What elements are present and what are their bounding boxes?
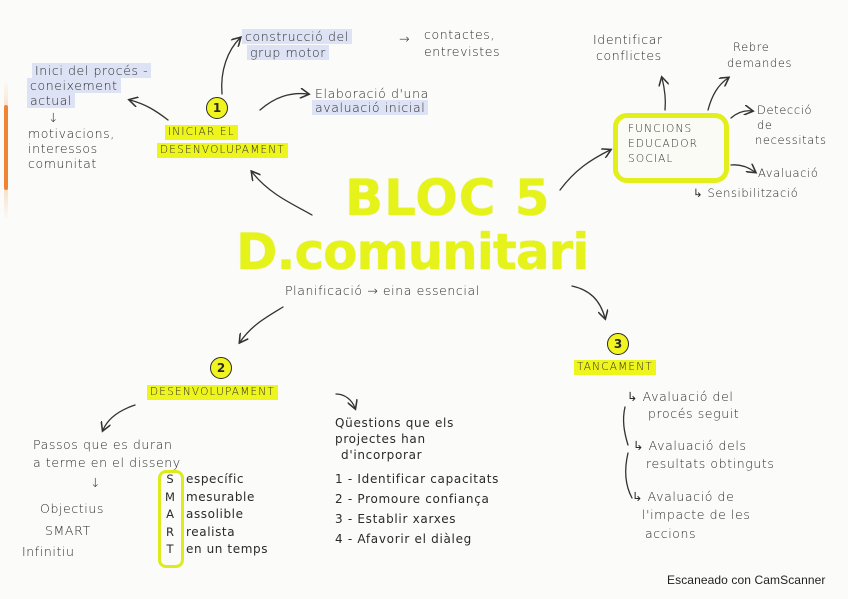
tancament-item2-line2: resultats obtinguts <box>646 456 775 471</box>
inici-proces-line2: coneixement <box>27 78 121 93</box>
deteccio-line2: de <box>757 118 773 132</box>
arrow-to-deteccio <box>730 111 752 119</box>
arrow-center-to-section3 <box>571 285 605 318</box>
objectius-line3: Infinitiu <box>22 544 75 559</box>
funcions-educador-box: FUNCIONS EDUCADOR SOCIAL <box>613 113 729 183</box>
smart-letter-t: T <box>166 542 174 556</box>
questions-intro-line3: d'incorporar <box>341 448 423 462</box>
tancament-item3-line2: l'impacte de les <box>642 507 751 522</box>
section2-heading: DESENVOLUPAMENT <box>147 385 278 400</box>
smart-letter-m: M <box>165 489 175 504</box>
smart-word-especific: específic <box>186 472 245 486</box>
sensibilitzacio-item: ↳ Sensibilització <box>693 186 799 200</box>
question-item-4: 4 - Afavorir el diàleg <box>335 532 472 546</box>
arrow-to-rebre <box>707 78 728 111</box>
elaboracio-line1: Elaboració d'una <box>315 86 429 101</box>
elaboracio-line2: avaluació inicial <box>312 100 429 115</box>
passos-line1: Passos que es duran <box>33 437 173 452</box>
down-arrow: ↓ <box>48 110 60 125</box>
arrow-to-avaluacio <box>730 165 755 172</box>
smart-letter-a: A <box>166 507 174 521</box>
deteccio-line1: Detecció <box>757 103 813 117</box>
arrow-center-to-section2 <box>240 306 284 342</box>
questions-intro: Qüestions que els projectes han d'incorp… <box>335 415 454 463</box>
arrow-center-to-funcions <box>559 150 610 191</box>
tancament-item3-line3: accions <box>645 526 697 541</box>
smart-letters: S M A R T <box>163 471 177 559</box>
funcions-box-line3: SOCIAL <box>628 153 674 165</box>
smart-word-en-un-temps: en un temps <box>186 542 269 556</box>
motivacions-line1: motivacions, <box>28 126 115 141</box>
contactes-line1: contactes, <box>424 27 495 42</box>
section3-heading: TANCAMENT <box>574 360 656 375</box>
section1-heading-line1: INICIAR EL <box>165 125 238 140</box>
identificar-line1: Identificar <box>593 32 663 47</box>
camscanner-watermark: Escaneado con CamScanner <box>667 573 826 587</box>
inici-proces-line3: actual <box>27 93 76 108</box>
grup-motor-arrow: → <box>399 31 411 46</box>
questions-intro-line1: Qüestions que els <box>335 416 455 430</box>
smart-words: específic mesurable assolible realista e… <box>186 471 268 559</box>
arrow-to-questions <box>335 393 355 408</box>
questions-list: 1 - Identificar capacitats 2 - Promoure … <box>335 469 499 549</box>
tancament-item1-line1: ↳ Avaluació del <box>627 389 734 404</box>
questions-intro-line2: projectes han <box>335 432 426 446</box>
objectius-line1: Objectius <box>40 501 105 516</box>
rebre-line2: demandes <box>727 56 793 70</box>
funcions-box-line1: FUNCIONS <box>628 123 693 135</box>
page-edge-stripe <box>4 105 8 190</box>
rebre-line1: Rebre <box>733 40 770 54</box>
question-item-2: 2 - Promoure confiança <box>335 492 490 506</box>
bracket-line-2 <box>625 452 633 499</box>
tancament-item1-line2: procés seguit <box>648 406 740 421</box>
grup-motor-line1: construcció del <box>242 29 352 44</box>
passos-line2: a terme en el disseny <box>33 455 181 470</box>
smart-letter-s: S <box>166 472 174 486</box>
question-item-3: 3 - Establir xarxes <box>335 512 457 526</box>
bracket-line-1 <box>622 406 629 446</box>
passos-arrow: ↓ <box>90 475 102 490</box>
arrow-center-to-section1 <box>252 172 313 216</box>
arrow-to-elaboracio <box>259 94 308 111</box>
tancament-item2-line1: ↳ Avaluació dels <box>633 438 747 453</box>
main-title-bloc: BLOC 5 <box>345 169 551 227</box>
arrow-to-inici-proces <box>130 100 169 121</box>
smart-word-realista: realista <box>186 524 236 539</box>
funcions-box-line2: EDUCADOR <box>628 138 699 150</box>
question-item-1: 1 - Identificar capacitats <box>335 472 500 486</box>
smart-acronym-box <box>158 470 184 568</box>
smart-letter-r: R <box>166 524 174 539</box>
arrow-to-identificar <box>662 78 665 111</box>
contactes-line2: entrevistes <box>424 44 501 59</box>
objectius-line2: SMART <box>45 523 91 538</box>
arrow-to-grup-motor <box>221 38 240 95</box>
avaluacio-item: Avaluació <box>758 166 819 180</box>
grup-motor-line2: grup motor <box>247 45 329 60</box>
section1-number-badge: 1 <box>206 97 228 119</box>
section3-number-badge: 3 <box>607 333 629 355</box>
main-subtitle: Planificació → eina essencial <box>285 283 480 298</box>
main-title-comunitari: D.comunitari <box>236 223 589 281</box>
smart-word-mesurable: mesurable <box>186 489 255 504</box>
smart-word-assolible: assolible <box>186 507 244 521</box>
arrow-to-passos <box>103 404 136 430</box>
motivacions-line3: comunitat <box>28 156 97 171</box>
identificar-line2: conflictes <box>596 48 662 63</box>
section1-heading-line2: DESENVOLUPAMENT <box>157 143 288 158</box>
motivacions-line2: interessos <box>28 141 98 156</box>
tancament-item3-line1: ↳ Avaluació de <box>632 489 735 504</box>
section2-number-badge: 2 <box>210 357 232 379</box>
deteccio-line3: necessitats <box>755 133 827 147</box>
inici-proces-line1: Inici del procés - <box>32 63 152 78</box>
